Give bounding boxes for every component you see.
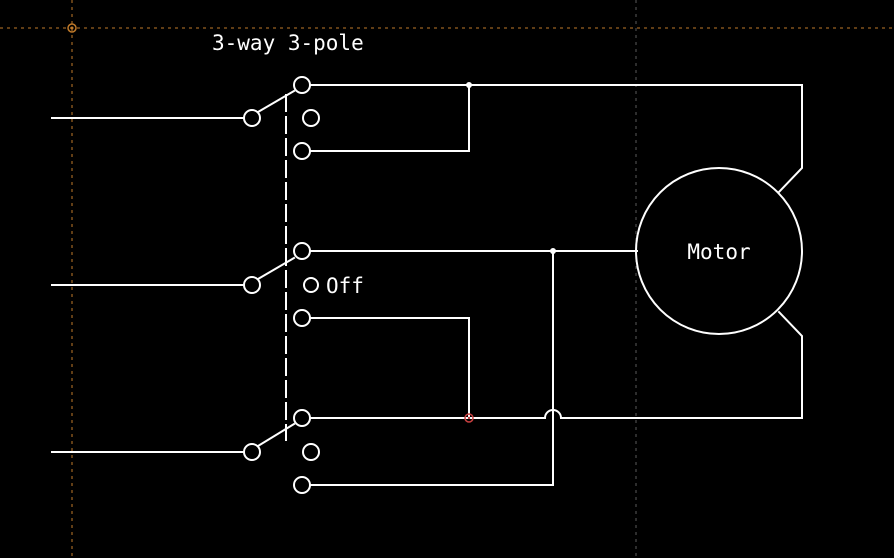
common-terminal-1[interactable] — [243, 109, 261, 127]
wire-pole3-b-to-motor — [309, 250, 554, 486]
off-label: Off — [326, 274, 364, 298]
wire-pole3-a-to-motor — [560, 310, 803, 419]
junction-dot — [550, 248, 556, 254]
motor-circle — [635, 167, 803, 335]
wire-pole1-b-jumper — [309, 84, 470, 152]
throw-off-terminal-3[interactable] — [302, 443, 320, 461]
crosshair-target-icon — [67, 23, 77, 33]
throw-a-terminal-1[interactable] — [293, 76, 311, 94]
switch-pole-1[interactable] — [51, 76, 320, 160]
switch-blade-3 — [256, 422, 296, 448]
throw-a-terminal-2[interactable] — [293, 242, 311, 260]
throw-b-terminal-1[interactable] — [293, 142, 311, 160]
wiring — [309, 84, 803, 486]
throw-b-terminal-2[interactable] — [293, 309, 311, 327]
motor-symbol[interactable]: Motor — [635, 167, 803, 335]
switch-pole-3[interactable] — [51, 409, 320, 494]
motor-label: Motor — [687, 240, 750, 264]
throw-off-terminal-1[interactable] — [302, 109, 320, 127]
junction-dot — [466, 82, 472, 88]
switch-pole-2[interactable] — [51, 242, 319, 327]
throw-off-terminal-2[interactable] — [303, 277, 319, 293]
common-terminal-3[interactable] — [243, 443, 261, 461]
common-terminal-2[interactable] — [243, 276, 261, 294]
wire-pole2-b-to-pole3 — [309, 317, 470, 419]
throw-a-terminal-3[interactable] — [293, 409, 311, 427]
switch-label: 3-way 3-pole — [212, 31, 364, 55]
wire-pole1-a-to-motor — [309, 84, 803, 194]
switch-blade-2 — [256, 256, 296, 281]
throw-b-terminal-3[interactable] — [293, 476, 311, 494]
circle-marker-icon — [464, 413, 474, 423]
switch-blade-1 — [256, 89, 296, 114]
